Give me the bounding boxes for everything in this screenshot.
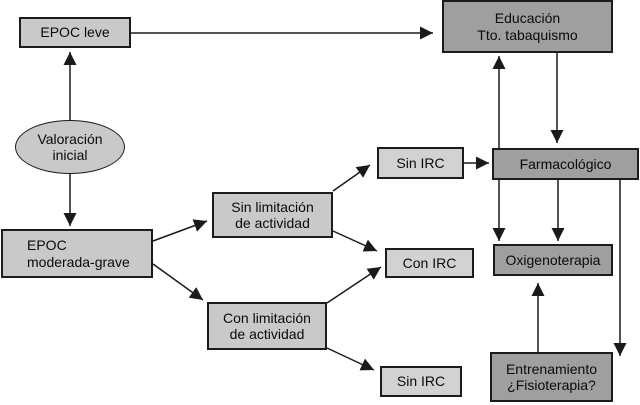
node-label: Sin limitación — [231, 198, 314, 215]
node-con-limitacion-actividad: Con limitación de actividad — [207, 302, 327, 350]
node-label: Con IRC — [402, 254, 457, 271]
node-label: Sin IRC — [396, 154, 445, 171]
arrow-sin-limitacion-to-con-irc — [332, 230, 378, 252]
node-farmacologico: Farmacológico — [492, 148, 639, 180]
node-epoc-leve: EPOC leve — [19, 17, 131, 48]
node-label: Entrenamiento — [505, 360, 598, 377]
node-label: de actividad — [229, 326, 305, 342]
arrow-con-limitacion-to-con-irc — [326, 266, 382, 304]
node-con-irc: Con IRC — [385, 248, 474, 278]
node-sin-irc-inferior: Sin IRC — [380, 366, 462, 397]
node-valoracion-inicial: Valoración inicial — [15, 120, 125, 174]
node-label: inicial — [52, 147, 88, 163]
node-label: Oxigenoterapia — [505, 251, 601, 268]
arrow-epoc-moderada-to-sin-limitacion — [152, 219, 208, 242]
node-label: de actividad — [235, 215, 310, 231]
node-epoc-moderada-grave: EPOC moderada-grave — [1, 229, 153, 278]
node-educacion-tabaquismo: Educación Tto. tabaquismo — [442, 0, 613, 53]
arrow-con-limitacion-to-sin-irc-2 — [326, 347, 375, 371]
node-sin-irc-superior: Sin IRC — [377, 147, 464, 179]
node-label: Sin IRC — [396, 373, 446, 390]
node-label: moderada-grave — [27, 253, 130, 270]
node-sin-limitacion-actividad: Sin limitación de actividad — [212, 192, 333, 238]
arrow-sin-limitacion-to-sin-irc-1 — [332, 164, 371, 192]
node-label: Valoración — [37, 130, 103, 147]
node-label: Con limitación — [223, 309, 311, 326]
node-oxigenoterapia: Oxigenoterapia — [493, 244, 613, 276]
node-label: EPOC — [27, 237, 67, 253]
node-entrenamiento-fisioterapia: Entrenamiento ¿Fisioterapia? — [490, 352, 613, 402]
arrow-epoc-moderada-to-con-limitacion — [152, 263, 204, 301]
node-label: Educación — [494, 10, 561, 26]
node-label: EPOC leve — [40, 24, 110, 41]
node-label: ¿Fisioterapia? — [507, 377, 596, 393]
node-label: Farmacológico — [519, 155, 612, 172]
node-label: Tto. tabaquismo — [477, 26, 578, 43]
